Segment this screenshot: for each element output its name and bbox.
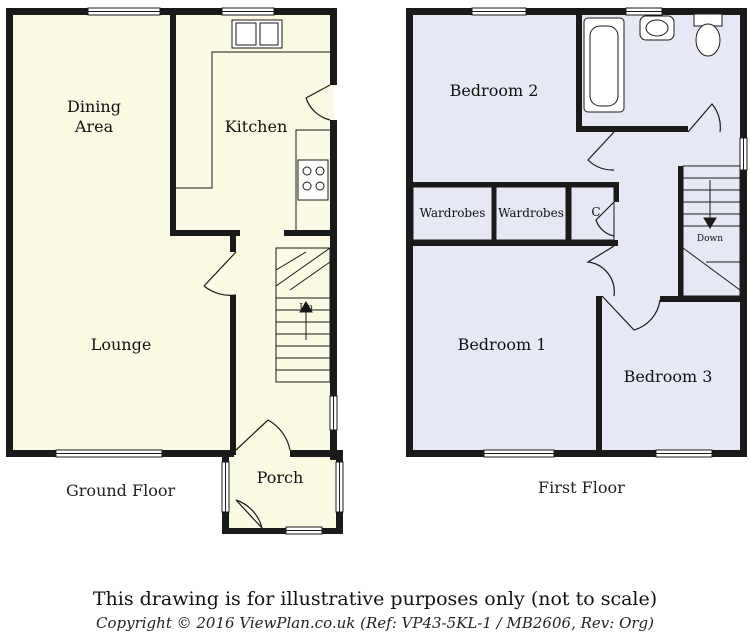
gf-wall-hall-left-upper — [230, 232, 236, 252]
ff-stairs — [682, 165, 741, 297]
lounge-door-swing — [203, 251, 237, 296]
kitchen-units — [176, 19, 330, 230]
ff-wall-wardrobe-div1 — [492, 184, 496, 242]
ff-wall-bed2-bottom — [410, 182, 618, 187]
first-floor-plan — [406, 7, 748, 458]
kitchen-door-swing — [305, 84, 331, 121]
ff-windows — [471, 7, 748, 458]
ff-wall-bath-left — [576, 10, 582, 132]
porch-inner-door — [235, 499, 263, 529]
gf-wall-hall-left-lower — [230, 295, 236, 455]
gf-doors — [203, 84, 331, 529]
disclaimer-text: This drawing is for illustrative purpose… — [92, 588, 658, 610]
gf-wall-right-lower — [330, 120, 337, 460]
bedroom-2-label: Bedroom 2 — [449, 81, 539, 100]
first-floor-title: First Floor — [538, 478, 625, 497]
porch-label: Porch — [256, 468, 304, 487]
bedroom-3-label: Bedroom 3 — [623, 367, 713, 386]
ff-wall-bath-bottom — [576, 126, 688, 132]
ff-wardrobe-lines — [412, 186, 615, 241]
gf-wall-hall-bottom — [290, 450, 337, 457]
stairs-up-label: Up — [299, 303, 313, 313]
stairs-down-label: Down — [696, 234, 724, 244]
gf-wall-right-upper — [330, 8, 337, 85]
ff-wall-right-upper — [740, 8, 747, 138]
bathroom-fixtures — [583, 13, 723, 113]
bedroom-1-label: Bedroom 1 — [457, 335, 547, 354]
gf-wall-kitchen-bottom-r — [284, 230, 334, 236]
gf-stairs — [275, 247, 331, 383]
copyright-text: Copyright © 2016 ViewPlan.co.uk (Ref: VP… — [96, 614, 654, 632]
gf-wall-kitchen-left — [170, 10, 176, 235]
kitchen-label: Kitchen — [224, 117, 288, 136]
ff-doors — [586, 103, 721, 331]
ff-wall-left — [406, 8, 413, 456]
ff-wall-bed1-top — [410, 240, 618, 246]
ff-wall-cupboard-right — [614, 182, 619, 202]
ff-wall-wardrobe-div2 — [566, 182, 571, 244]
porch-door-swing — [235, 419, 291, 451]
porch-wall-bottom — [222, 528, 343, 534]
gf-wall-left — [6, 8, 13, 456]
ff-wall-bottom — [406, 450, 747, 457]
ground-floor-plan — [6, 7, 344, 535]
ff-wall-stairs-left — [678, 166, 683, 300]
ff-wall-bed3-top — [660, 296, 744, 302]
ground-floor-title: Ground Floor — [66, 481, 176, 500]
gf-wall-kitchen-bottom — [170, 230, 240, 236]
sink-icon — [231, 19, 283, 49]
gf-windows — [55, 7, 344, 535]
ff-wall-right-lower — [740, 170, 747, 456]
hob-icon — [297, 159, 329, 201]
lounge-label: Lounge — [90, 335, 152, 354]
porch-fill — [228, 452, 338, 530]
wardrobes-left-label: Wardrobes — [419, 206, 486, 220]
ff-wall-bed1-right — [596, 296, 602, 454]
wardrobes-right-label: Wardrobes — [498, 206, 564, 220]
cupboard-label: C — [591, 205, 601, 219]
dining-area-label: Dining Area — [67, 97, 121, 136]
